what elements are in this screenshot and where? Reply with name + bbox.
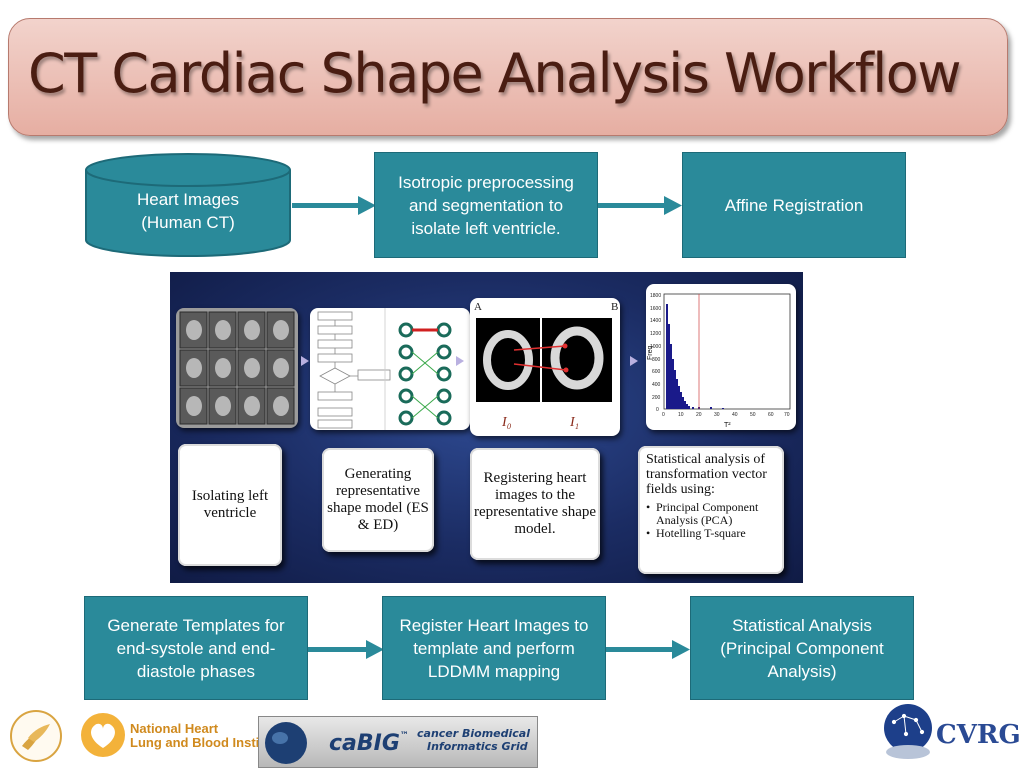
hist-ytick: 1000 — [650, 344, 661, 350]
cabig-line2: Informatics Grid — [427, 740, 528, 753]
cabig-name: caBIG™ — [329, 731, 409, 756]
image-label-i0: I — [501, 415, 508, 430]
cabig-tagline: cancer Biomedical Informatics Grid — [417, 727, 530, 753]
cvrg-constellation-logo — [884, 704, 932, 759]
hist-ytick: 400 — [652, 382, 661, 388]
hist-ytick: 1400 — [650, 318, 661, 324]
card-statistical: Statistical analysis of transformation v… — [638, 446, 784, 574]
panel-label-b: B — [611, 301, 618, 313]
globe-icon — [265, 722, 307, 764]
hist-ytick: 1200 — [650, 331, 661, 337]
hist-ytick: 1600 — [650, 306, 661, 312]
hist-xtick: 60 — [768, 412, 774, 418]
arrow-right-icon — [292, 196, 376, 215]
arrow-right-icon — [308, 640, 384, 659]
preprocessing-box: Isotropic preprocessing and segmentation… — [374, 152, 598, 258]
heart-images-label: Heart Images (Human CT) — [84, 188, 292, 234]
database-cylinder-icon — [85, 153, 291, 257]
card-isolating: Isolating left ventricle — [178, 444, 282, 566]
histogram-y-label: Freq — [647, 346, 654, 361]
hist-ytick: 200 — [652, 395, 661, 401]
card-generating: Generating representative shape model (E… — [322, 448, 434, 552]
statistical-analysis-box: Statistical Analysis (Principal Componen… — [690, 596, 914, 700]
heart-images-line2: (Human CT) — [141, 213, 235, 232]
list-item: Hotelling T-square — [646, 527, 776, 541]
histogram-x-label: T² — [724, 422, 731, 429]
cabig-line1: cancer Biomedical — [417, 727, 531, 740]
image-label-i1-index: 1 — [575, 422, 579, 431]
hist-xtick: 70 — [784, 412, 790, 418]
registration-thumbnail: A B I 0 I 1 — [470, 298, 620, 436]
hist-ytick: 1800 — [650, 293, 661, 299]
nhlbi-heart-logo — [81, 713, 125, 757]
card-statistical-heading: Statistical analysis of transformation v… — [646, 452, 767, 497]
hist-xtick: 20 — [696, 412, 702, 418]
logos-footer: National Heart Lung and Blood Institute … — [0, 700, 1024, 768]
shape-model-thumbnail — [310, 308, 470, 430]
hist-xtick: 30 — [714, 412, 720, 418]
nhlbi-line2: Lung and Blood Institute — [130, 735, 284, 750]
hist-ytick: 0 — [656, 407, 659, 413]
cabig-tm: ™ — [399, 731, 409, 741]
card-isolating-text: Isolating left ventricle — [191, 488, 269, 521]
card-statistical-list: Principal Component Analysis (PCA) Hotel… — [646, 501, 776, 541]
hist-xtick: 50 — [750, 412, 756, 418]
list-item: Principal Component Analysis (PCA) — [646, 501, 776, 527]
hist-ytick: 600 — [652, 369, 661, 375]
hist-xtick: 10 — [678, 412, 684, 418]
generate-templates-box: Generate Templates for end-systole and e… — [84, 596, 308, 700]
nhlbi-line1: National Heart — [130, 721, 219, 736]
hhs-seal-logo — [10, 710, 62, 762]
page-title: CT Cardiac Shape Analysis Workflow — [28, 42, 962, 105]
hist-ytick: 800 — [652, 357, 661, 363]
panel-label-a: A — [474, 301, 482, 313]
cvrg-text: CVRG — [936, 720, 1021, 750]
card-registering: Registering heart images to the represen… — [470, 448, 600, 560]
histogram-bars — [666, 304, 724, 409]
cabig-name-text: caBIG — [329, 731, 400, 756]
arrow-right-icon — [606, 640, 690, 659]
register-heart-images-box: Register Heart Images to template and pe… — [382, 596, 606, 700]
ct-slices-thumbnail — [176, 308, 298, 428]
affine-registration-box: Affine Registration — [682, 152, 906, 258]
arrow-right-icon — [598, 196, 682, 215]
heart-images-line1: Heart Images — [136, 190, 240, 209]
small-arrow-icon — [456, 356, 464, 366]
histogram-thumbnail: Freq T² 1800 1600 1400 1200 1000 800 600… — [646, 284, 796, 430]
image-label-i0-index: 0 — [507, 422, 511, 431]
cabig-logo: caBIG™ cancer Biomedical Informatics Gri… — [258, 716, 538, 768]
small-arrow-icon — [630, 356, 638, 366]
hist-xtick: 0 — [662, 412, 665, 418]
title-banner — [8, 18, 1008, 136]
hist-xtick: 40 — [732, 412, 738, 418]
workflow-image-panel: A B I 0 I 1 Freq T² 1800 1600 1400 1200 — [170, 272, 803, 583]
card-registering-text: Registering heart images to the represen… — [473, 470, 597, 537]
image-label-i1: I — [569, 415, 576, 430]
small-arrow-icon — [301, 356, 309, 366]
card-generating-text: Generating representative shape model (E… — [327, 466, 429, 533]
nhlbi-text: National Heart Lung and Blood Institute — [130, 722, 283, 750]
